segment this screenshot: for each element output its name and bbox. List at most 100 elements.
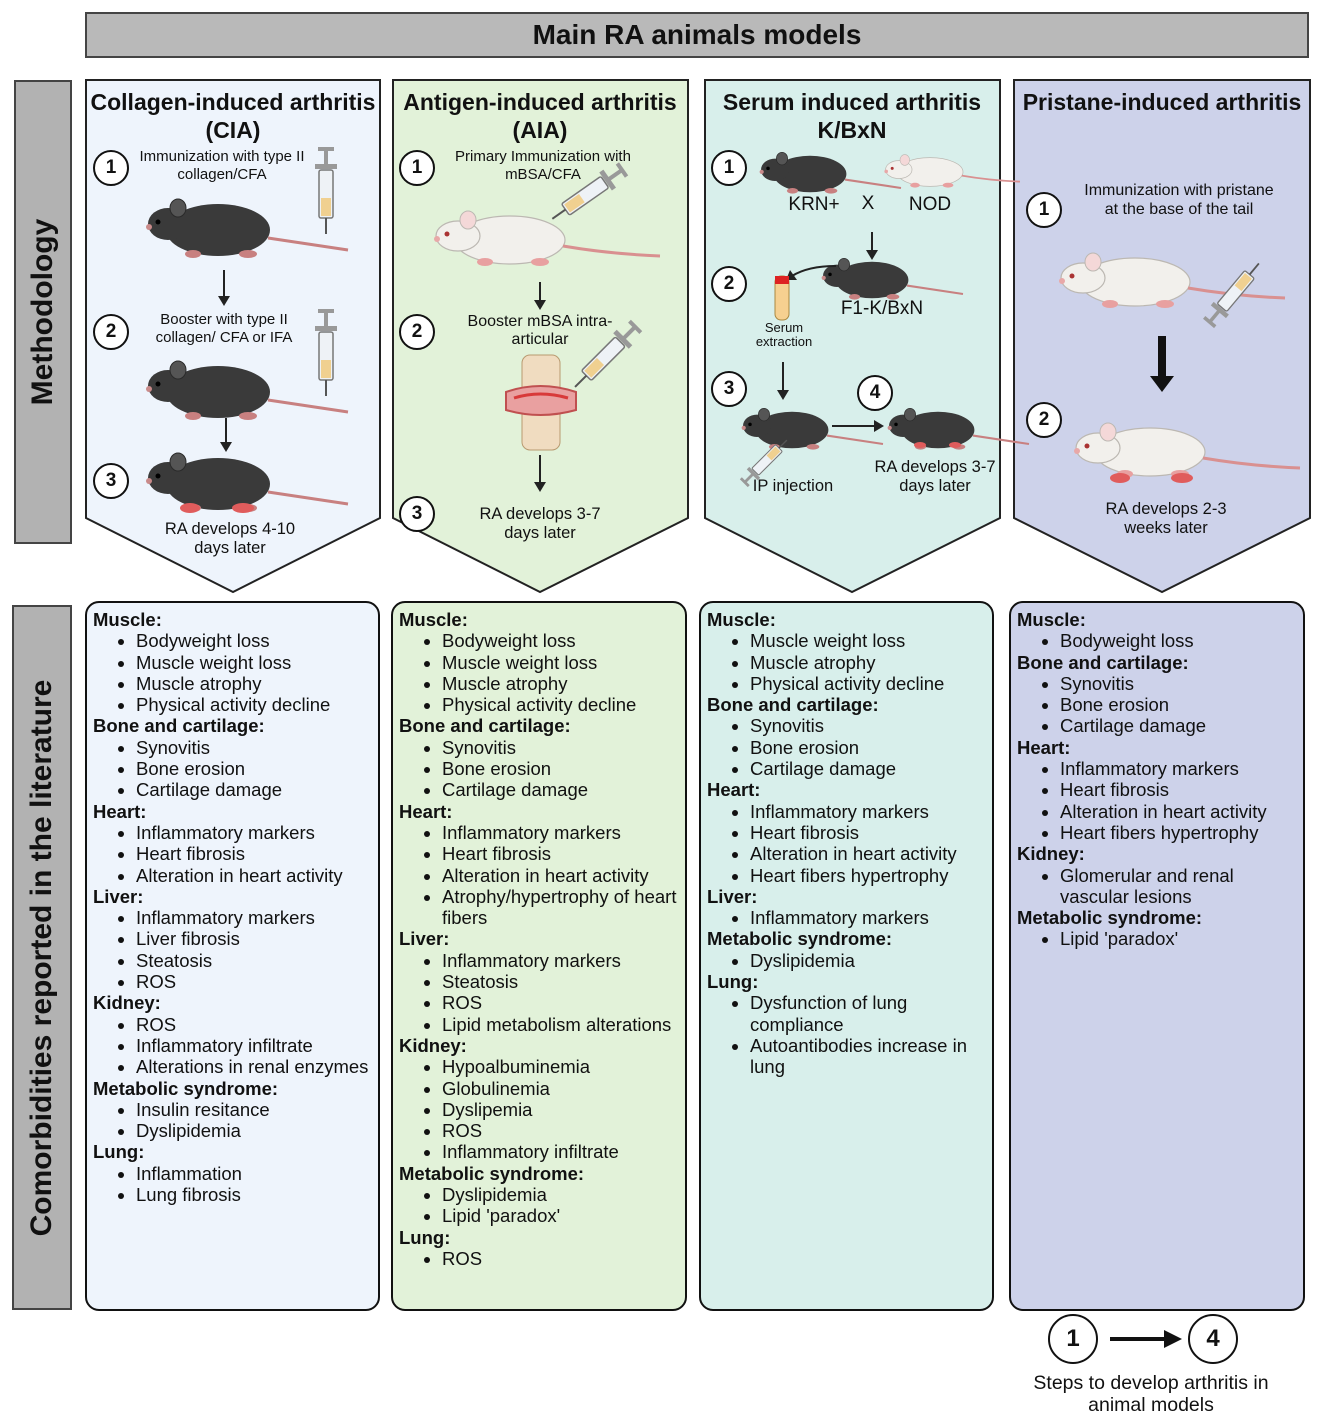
- comorbidity-item: Physical activity decline: [136, 694, 378, 715]
- comorbidity-item: Autoantibodies increase in lung: [750, 1035, 992, 1078]
- comorbidity-list: Bodyweight lossMuscle weight lossMuscle …: [93, 630, 378, 715]
- comorbidity-item: Bone erosion: [1060, 694, 1303, 715]
- aia-comorbidities-box: Muscle:Bodyweight lossMuscle weight loss…: [391, 601, 687, 1311]
- cia-step-3-text: RA develops 4-10 days later: [164, 520, 296, 557]
- comorbidity-item: ROS: [442, 1248, 685, 1269]
- comorbidity-category: Bone and cartilage:: [707, 694, 879, 716]
- comorbidity-item: Muscle weight loss: [442, 652, 685, 673]
- pia-arrow: [1150, 336, 1174, 392]
- aia-step-2-text: Booster mBSA intra-articular: [467, 313, 613, 348]
- comorbidity-category: Metabolic syndrome:: [399, 1162, 585, 1184]
- kbxn-title: Serum induced arthritis K/BxN: [722, 89, 982, 143]
- comorbidity-list: Dyslipidemia: [707, 950, 992, 971]
- comorbidity-category: Lung:: [399, 1226, 451, 1248]
- comorbidity-list: Muscle weight lossMuscle atrophyPhysical…: [707, 630, 992, 694]
- comorbidity-list: Insulin resitanceDyslipidemia: [93, 1099, 378, 1142]
- comorbidity-item: Muscle atrophy: [750, 652, 992, 673]
- comorbidity-item: Bodyweight loss: [442, 630, 685, 651]
- comorbidity-category: Liver:: [399, 928, 450, 950]
- comorbidity-item: Lipid metabolism alterations: [442, 1014, 685, 1035]
- comorbidity-category: Metabolic syndrome:: [1017, 907, 1203, 929]
- aia-step-3-number: 3: [399, 496, 435, 532]
- comorbidity-item: Inflammatory markers: [1060, 758, 1303, 779]
- cia-step-3-number: 3: [93, 463, 129, 499]
- cia-step-2-text: Booster with type II collagen/ CFA or IF…: [155, 311, 293, 346]
- comorbidity-list: Inflammatory markers: [707, 907, 992, 928]
- comorbidity-item: Muscle atrophy: [442, 673, 685, 694]
- comorbidity-category: Heart:: [93, 800, 147, 822]
- comorbidity-item: Inflammatory markers: [442, 950, 685, 971]
- comorbidity-item: Cartilage damage: [136, 779, 378, 800]
- legend-step-from: 1: [1048, 1314, 1098, 1364]
- comorbidity-list: DyslipidemiaLipid 'paradox': [399, 1184, 685, 1227]
- comorbidities-side-label: Comorbidities reported in the literature: [12, 605, 72, 1310]
- comorbidity-item: Bodyweight loss: [1060, 630, 1303, 651]
- serum-tube-icon: [774, 275, 790, 321]
- comorbidity-item: ROS: [136, 1014, 378, 1035]
- pia-title: Pristane-induced arthritis: [1022, 89, 1302, 115]
- comorbidity-category: Lung:: [707, 971, 759, 993]
- page-title: Main RA animals models: [85, 12, 1309, 58]
- comorbidity-item: Synovitis: [136, 737, 378, 758]
- kbxn-step-4-number: 4: [857, 375, 893, 411]
- comorbidity-item: Bodyweight loss: [136, 630, 378, 651]
- krn-label: KRN+: [788, 194, 840, 215]
- comorbidity-category: Muscle:: [399, 609, 468, 630]
- comorbidity-item: Muscle weight loss: [136, 652, 378, 673]
- comorbidity-list: Lipid 'paradox': [1017, 928, 1303, 949]
- aia-title: Antigen-induced arthritis (AIA): [403, 89, 677, 143]
- comorbidity-category: Bone and cartilage:: [93, 715, 265, 737]
- comorbidity-item: Alteration in heart activity: [136, 865, 378, 886]
- aia-methodology-panel: [392, 79, 689, 594]
- comorbidity-category: Liver:: [707, 885, 758, 907]
- comorbidity-category: Muscle:: [1017, 609, 1086, 630]
- kbxn-curved-arrow: [791, 265, 837, 277]
- comorbidity-item: Heart fibers hypertrophy: [750, 865, 992, 886]
- cross-symbol: X: [861, 193, 875, 214]
- f1-label: F1-K/BxN: [840, 298, 924, 319]
- comorbidities-label-text: Comorbidities reported in the literature: [25, 679, 58, 1236]
- comorbidity-list: Glomerular and renal vascular lesions: [1017, 865, 1303, 908]
- comorbidity-list: ROS: [399, 1248, 685, 1269]
- comorbidity-item: Lipid 'paradox': [442, 1205, 685, 1226]
- comorbidity-item: Cartilage damage: [442, 779, 685, 800]
- cia-step-1-text: Immunization with type II collagen/CFA: [139, 148, 305, 183]
- kbxn-step-3-number: 3: [711, 371, 747, 407]
- comorbidity-item: Glomerular and renal vascular lesions: [1060, 865, 1303, 908]
- comorbidity-item: Insulin resitance: [136, 1099, 378, 1120]
- aia-step-1-text: Primary Immunization with mBSA/CFA: [455, 148, 631, 183]
- legend-step-to: 4: [1188, 1314, 1238, 1364]
- comorbidity-item: Inflammatory markers: [136, 907, 378, 928]
- comorbidity-list: Dysfunction of lung complianceAutoantibo…: [707, 992, 992, 1077]
- comorbidity-category: Kidney:: [1017, 843, 1085, 865]
- comorbidity-item: Hypoalbuminemia: [442, 1056, 685, 1077]
- comorbidity-category: Bone and cartilage:: [1017, 651, 1189, 673]
- kbxn-step-2-number: 2: [711, 266, 747, 302]
- comorbidity-item: Heart fibrosis: [136, 843, 378, 864]
- comorbidity-list: Inflammatory markersHeart fibrosisAltera…: [707, 801, 992, 886]
- comorbidity-list: SynovitisBone erosionCartilage damage: [1017, 673, 1303, 737]
- comorbidity-item: Cartilage damage: [1060, 715, 1303, 736]
- comorbidity-item: Dyslipidemia: [136, 1120, 378, 1141]
- cia-comorbidities-box: Muscle:Bodyweight lossMuscle weight loss…: [85, 601, 380, 1311]
- comorbidity-list: Inflammatory markersHeart fibrosisAltera…: [93, 822, 378, 886]
- comorbidity-category: Heart:: [399, 800, 453, 822]
- comorbidity-item: Dyslipemia: [442, 1099, 685, 1120]
- pia-step-2-number: 2: [1026, 402, 1062, 438]
- comorbidity-item: Inflammation: [136, 1163, 378, 1184]
- methodology-diagram: [85, 79, 1311, 594]
- comorbidity-item: Heart fibrosis: [1060, 779, 1303, 800]
- knee-joint-icon: [505, 354, 577, 451]
- comorbidity-list: Inflammatory markersSteatosisROSLipid me…: [399, 950, 685, 1035]
- comorbidity-item: Steatosis: [136, 950, 378, 971]
- comorbidity-list: SynovitisBone erosionCartilage damage: [93, 737, 378, 801]
- comorbidity-item: Atrophy/hypertrophy of heart fibers: [442, 886, 685, 929]
- comorbidity-item: Inflammatory markers: [750, 801, 992, 822]
- comorbidity-list: SynovitisBone erosionCartilage damage: [399, 737, 685, 801]
- nod-label: NOD: [908, 194, 952, 215]
- comorbidity-item: Synovitis: [442, 737, 685, 758]
- comorbidity-item: ROS: [136, 971, 378, 992]
- comorbidity-item: Inflammatory infiltrate: [136, 1035, 378, 1056]
- comorbidity-item: Alteration in heart activity: [1060, 801, 1303, 822]
